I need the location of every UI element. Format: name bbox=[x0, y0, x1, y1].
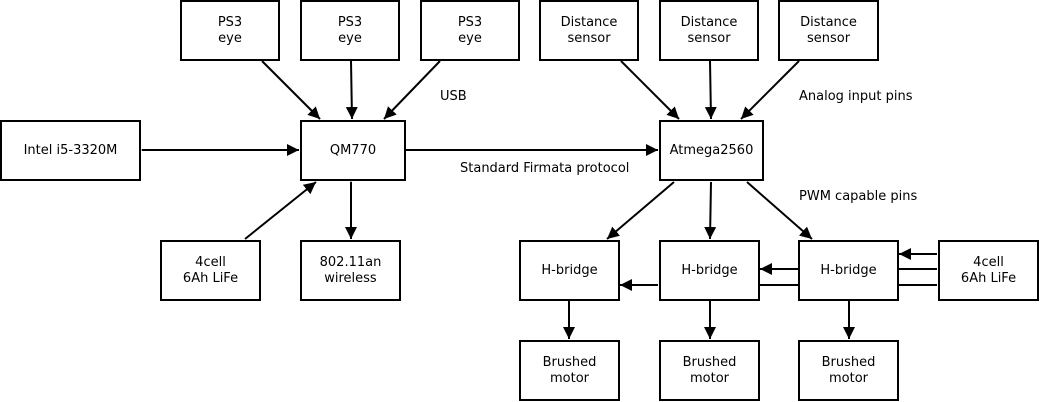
edge-atmega-to-hbridge-3 bbox=[746, 181, 813, 240]
node-ps3-eye-3: PS3 eye bbox=[420, 0, 520, 61]
node-distance-sensor-3: Distance sensor bbox=[778, 0, 879, 61]
node-brushed-motor-1: Brushed motor bbox=[519, 340, 620, 401]
node-ps3-eye-1: PS3 eye bbox=[180, 0, 280, 61]
edge-ps3-3-to-qm770 bbox=[383, 60, 441, 120]
node-brushed-motor-2: Brushed motor bbox=[659, 340, 760, 401]
node-intel-cpu: Intel i5-3320M bbox=[0, 120, 141, 181]
label-firmata: Standard Firmata protocol bbox=[460, 161, 630, 176]
label-usb: USB bbox=[440, 89, 467, 104]
node-hbridge-3: H-bridge bbox=[798, 240, 899, 301]
node-wireless: 802.11an wireless bbox=[300, 240, 401, 301]
node-distance-sensor-2: Distance sensor bbox=[659, 0, 759, 61]
edge-atmega-to-hbridge-2 bbox=[704, 181, 717, 240]
edge-battery-left-to-qm770 bbox=[244, 181, 317, 240]
edge-dist-2-to-atmega bbox=[704, 60, 717, 120]
node-ps3-eye-2: PS3 eye bbox=[300, 0, 400, 61]
node-battery-right: 4cell 6Ah LiFe bbox=[938, 240, 1039, 301]
edge-ps3-1-to-qm770 bbox=[261, 60, 321, 120]
node-distance-sensor-1: Distance sensor bbox=[539, 0, 639, 61]
edge-dist-3-to-atmega bbox=[740, 60, 800, 120]
node-battery-left: 4cell 6Ah LiFe bbox=[160, 240, 261, 301]
node-qm770: QM770 bbox=[300, 120, 406, 181]
node-atmega2560: Atmega2560 bbox=[659, 120, 764, 181]
edge-dist-1-to-atmega bbox=[620, 60, 680, 120]
edge-atmega-to-hbridge-1 bbox=[606, 181, 675, 240]
node-hbridge-1: H-bridge bbox=[519, 240, 620, 301]
node-brushed-motor-3: Brushed motor bbox=[798, 340, 899, 401]
label-pwm-pins: PWM capable pins bbox=[799, 189, 918, 204]
edge-ps3-2-to-qm770 bbox=[345, 60, 358, 120]
node-hbridge-2: H-bridge bbox=[659, 240, 760, 301]
label-analog-input-pins: Analog input pins bbox=[799, 89, 913, 104]
